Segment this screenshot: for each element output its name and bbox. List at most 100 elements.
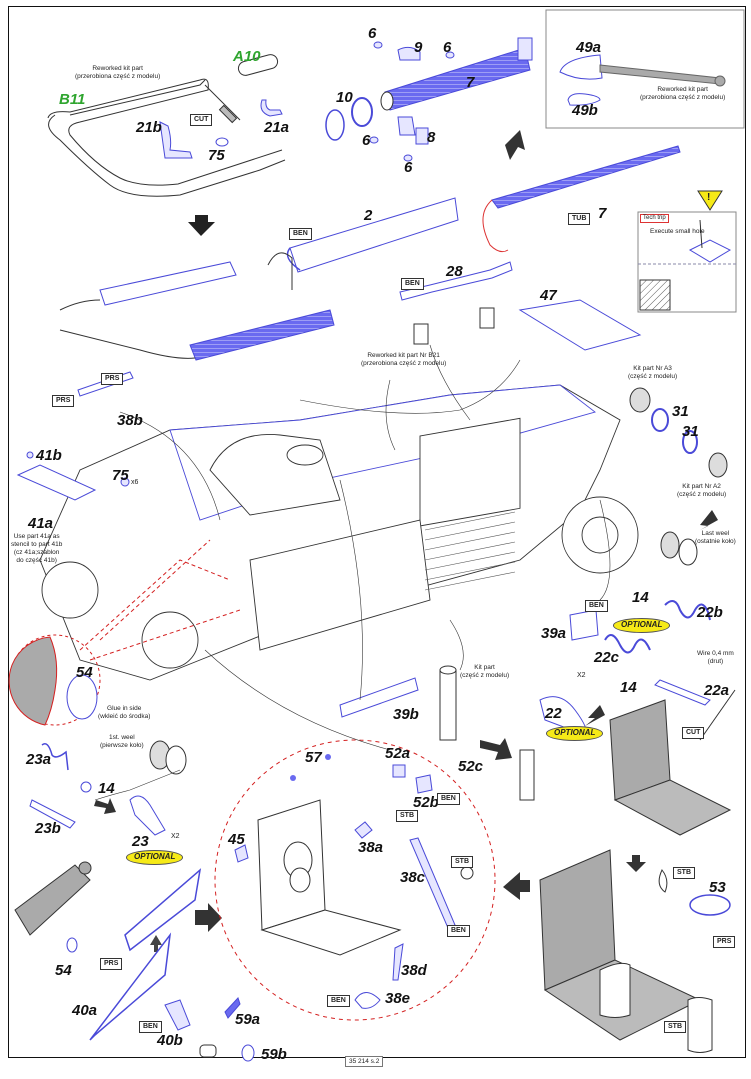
bracket-21b: [159, 121, 193, 159]
block-52b: [415, 774, 433, 794]
frame-39a: [569, 609, 599, 641]
ring-31a: [651, 408, 669, 432]
disk-54: [66, 674, 98, 720]
plate-52a: [392, 764, 406, 778]
label-38d: 38d: [401, 962, 427, 979]
label-31: 31: [672, 403, 689, 420]
bracket-22b: [664, 600, 711, 621]
note-line: (część z modelu): [460, 672, 510, 680]
kit-post-assembled: [519, 749, 535, 801]
tag-stb: STB: [451, 856, 473, 868]
cap-stb: [460, 866, 474, 880]
note-line: Last weel: [701, 530, 730, 537]
hull-dashed-guides: [79, 539, 241, 661]
optional-badge: OPTIONAL: [126, 850, 184, 865]
label-21a: 21a: [264, 119, 290, 136]
bracket-22c: [604, 634, 651, 654]
label-49a: 49a: [576, 39, 602, 56]
flange-10: [325, 109, 345, 141]
label-6: 6: [443, 39, 452, 56]
note-stencil-41: Use part 41a as stencil to part 41b (cz …: [11, 533, 62, 566]
shovel-49a: [559, 54, 726, 87]
exhaust-pipe-b11: [47, 78, 286, 197]
tag-tub: TUB: [568, 213, 591, 225]
note-last-wheel: Last weel (ostatnie koło): [695, 530, 736, 546]
disk-54-lower: [66, 937, 78, 953]
tag-stb: STB: [396, 810, 418, 822]
tag-ben: BEN: [289, 228, 312, 240]
label-23: 23: [132, 833, 149, 850]
ring-10: [351, 97, 373, 127]
bracket-38a: [354, 821, 373, 839]
optional-badge: OPTIONAL: [546, 726, 604, 741]
tech-tip-text: Execute small hole: [650, 228, 705, 235]
note-line: (drut): [707, 658, 724, 666]
rear-hatch-gray: [14, 861, 92, 936]
label-14: 14: [620, 679, 637, 696]
label-22b: 22b: [697, 604, 723, 621]
strip-38d: [392, 943, 404, 981]
arrow-left-big: [503, 872, 530, 900]
note-wire: Wire 0,4 mm (drut): [697, 650, 734, 666]
note-line: do część 41b): [16, 557, 57, 565]
wheel-first: [149, 740, 187, 775]
tag-prs: PRS: [713, 936, 736, 948]
strip-39b: [339, 677, 419, 718]
label-21b: 21b: [136, 119, 162, 136]
label-10: 10: [336, 89, 353, 106]
bolt-41b: [26, 451, 34, 459]
note-line: Reworked kit part: [657, 86, 708, 93]
label-52b: 52b: [413, 794, 439, 811]
note-line: Kit part Nr A3: [633, 365, 672, 372]
bracket-23a: [41, 743, 69, 771]
tank-hull: [39, 384, 639, 681]
file-tool-icon: [204, 84, 241, 124]
label-23a: 23a: [26, 751, 52, 768]
plate-40a: [89, 932, 172, 1041]
note-line: (cz 41a;szablon: [13, 549, 60, 557]
note-line: (wkleić do środka): [98, 713, 151, 721]
label-a10: A10: [233, 48, 261, 65]
lever-40b: [164, 999, 191, 1031]
optional-badge: OPTIONAL: [613, 618, 671, 633]
cover-2: [286, 197, 459, 273]
label-52c: 52c: [458, 758, 484, 775]
note-reworked-shovel: Reworked kit part (przerobiona część z m…: [640, 86, 725, 102]
note-line: (przerobiona część z modelu): [640, 94, 726, 102]
roll-arrow-icon: [482, 199, 509, 253]
label-75: 75: [112, 467, 129, 484]
hull-grille: [424, 511, 516, 591]
label-59a: 59a: [235, 1011, 261, 1028]
note-line: 1st. weel: [109, 734, 135, 741]
wheel-last: [660, 531, 698, 566]
exhaust-7: [380, 37, 533, 111]
bracket-21a: [260, 99, 283, 117]
note-line: Reworked kit part: [92, 65, 143, 72]
tag-stb: STB: [664, 1021, 686, 1033]
note-kit-a3: Kit part Nr A3 (część z modelu): [628, 365, 677, 381]
detail-circle: [214, 739, 496, 1021]
label-52a: 52a: [385, 745, 411, 762]
detail-54-circle: [9, 634, 101, 726]
plate-23b: [29, 799, 76, 829]
assembled-exhaust: [59, 261, 335, 361]
note-line: (przerobiona część z modelu): [75, 73, 161, 81]
arrow-to-last-wheel: [700, 510, 718, 530]
label-40a: 40a: [72, 1002, 98, 1019]
label-53: 53: [709, 879, 726, 896]
warning-icon: !: [707, 192, 711, 203]
bracket-8: [397, 116, 429, 145]
tag-prs: PRS: [52, 395, 75, 407]
plate-22a: [654, 679, 711, 706]
bracket-9: [397, 46, 421, 61]
label-28: 28: [446, 263, 463, 280]
label-22a: 22a: [704, 682, 730, 699]
shovel-49b: [567, 93, 601, 106]
label-38e: 38e: [385, 990, 411, 1007]
note-line: (pierwsze koło): [100, 742, 144, 750]
plate-7-flat: [491, 145, 681, 209]
page-code: 35 214 s.2: [345, 1056, 384, 1067]
ring-53: [689, 894, 731, 916]
label-8: 8: [427, 129, 436, 146]
